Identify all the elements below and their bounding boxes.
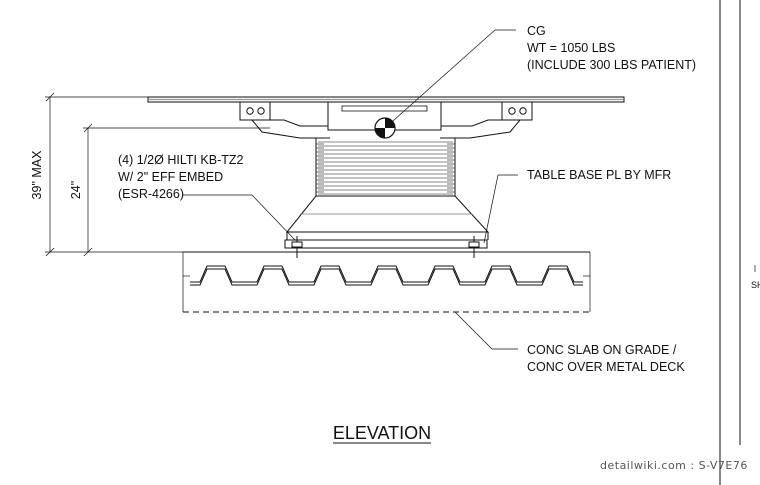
watermark: detailwiki.com : S-V7E76	[600, 459, 748, 472]
anchor-note-line1: (4) 1/2Ø HILTI KB-TZ2	[118, 153, 244, 167]
sheet-edge-text: SH	[751, 280, 760, 290]
view-title-group: ELEVATION	[333, 423, 431, 444]
cg-label: CG	[527, 24, 546, 38]
view-title: ELEVATION	[333, 423, 431, 443]
dimension-39-max: 39" MAX	[30, 92, 283, 257]
leader-cg	[384, 29, 516, 129]
slab-deck	[182, 251, 591, 313]
sheet-border: SH	[719, 0, 760, 485]
leader-base-plate	[483, 174, 518, 244]
table-top	[147, 96, 625, 103]
anchor-note-line2: W/ 2" EFF EMBED	[118, 170, 223, 184]
slab-note: CONC SLAB ON GRADE / CONC OVER METAL DEC…	[527, 343, 685, 374]
slab-note-line1: CONC SLAB ON GRADE /	[527, 343, 677, 357]
cg-patient-note: (INCLUDE 300 LBS PATIENT)	[527, 58, 696, 72]
anchor-note-line3: (ESR-4266)	[118, 187, 184, 201]
dimension-24: 24"	[69, 123, 270, 257]
slab-note-line2: CONC OVER METAL DECK	[527, 360, 685, 374]
dimension-label-max: 39" MAX	[30, 150, 44, 200]
base-plate-note: TABLE BASE PL BY MFR	[527, 168, 671, 182]
table-base	[284, 195, 490, 258]
leader-anchor	[182, 194, 296, 241]
dimension-label-base: 24"	[69, 181, 83, 199]
cg-note: CG WT = 1050 LBS (INCLUDE 300 LBS PATIEN…	[527, 24, 696, 72]
anchor-note: (4) 1/2Ø HILTI KB-TZ2 W/ 2" EFF EMBED (E…	[118, 153, 244, 201]
table-column	[315, 138, 456, 197]
cg-weight: WT = 1050 LBS	[527, 41, 615, 55]
leader-slab	[454, 311, 518, 350]
